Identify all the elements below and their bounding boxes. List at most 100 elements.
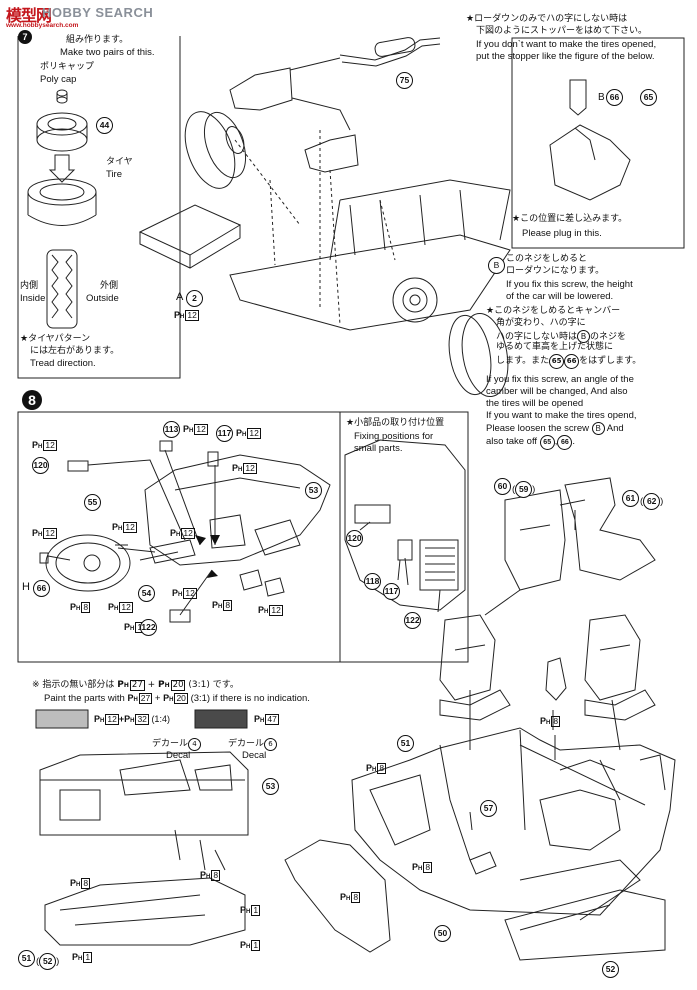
ph-p: P: [540, 716, 547, 726]
ph-1: 1: [251, 940, 261, 951]
ph-h: H: [100, 718, 105, 724]
ph-h: H: [238, 467, 243, 473]
lowdown-jp2: 下図のようにストッパーをはめて下さい。: [476, 26, 648, 36]
ph-p: P: [70, 602, 77, 612]
ph-p: P: [412, 862, 419, 872]
ph-p: P: [236, 428, 243, 438]
inside-jp: 内側: [20, 281, 39, 291]
ph-12: 12: [194, 424, 208, 435]
part-61: 61: [622, 490, 639, 507]
part-53-a: 53: [305, 482, 322, 499]
camber-jp5-a: します。また: [496, 356, 550, 366]
screw-b-marker: B: [488, 257, 505, 274]
camber-en5-a: Please loosen the screw: [486, 423, 589, 434]
paint-note-en-b: if there is no indication.: [212, 693, 310, 704]
ph-27: 27: [138, 693, 153, 704]
paint-note-jp-b: です。: [212, 680, 239, 690]
part-62-wrap: (62): [640, 493, 663, 510]
decal6-num: 6: [264, 738, 278, 751]
ph-47: 47: [265, 714, 279, 725]
ph-h: H: [178, 592, 183, 598]
part-a2-letter: A: [176, 291, 184, 303]
ph-h: H: [189, 428, 194, 434]
part-51-a: 51: [397, 735, 414, 752]
ph-h: H: [418, 866, 423, 872]
ph-1: 1: [83, 952, 93, 963]
ph-p: P: [70, 878, 77, 888]
ph-12: 12: [43, 440, 57, 451]
ph-p: P: [183, 424, 190, 434]
ph-h: H: [260, 718, 265, 724]
pairs-jp: 組み作ります。: [66, 35, 129, 45]
tire-jp: タイヤ: [106, 157, 133, 167]
part-54: 54: [138, 585, 155, 602]
camber-en5: Please loosen the screw B And: [486, 422, 624, 435]
outside-jp: 外側: [100, 281, 119, 291]
ph-p: P: [108, 602, 115, 612]
ph-h: H: [218, 604, 223, 610]
ph-p: P: [127, 693, 134, 703]
watermark-url: www.hobbysearch.com: [6, 22, 79, 29]
part-50: 50: [434, 925, 451, 942]
ph-h: H: [164, 682, 170, 689]
ph-h: H: [123, 682, 129, 689]
ph-1: 1: [251, 905, 261, 916]
ph-8: 8: [223, 600, 233, 611]
pattern-jp2: には左右があります。: [30, 346, 120, 356]
screw-en2: of the car will be lowered.: [506, 291, 614, 302]
ph-h: H: [38, 444, 43, 450]
ph-8: 8: [211, 870, 221, 881]
camber-part-66: 66: [564, 354, 580, 369]
camber-en6-a: also take off: [486, 436, 538, 447]
ph-h: H: [242, 432, 247, 438]
ph-p: P: [366, 763, 373, 773]
part-120: 120: [32, 457, 49, 474]
part-52-b: 52: [39, 953, 57, 970]
ph-h: H: [130, 626, 135, 632]
part-b66: 66: [606, 89, 623, 106]
ph-8: 8: [81, 878, 91, 889]
step-7-marker: 7: [18, 30, 32, 44]
ph-12: 12: [43, 528, 57, 539]
pairs-en: Make two pairs of this.: [60, 47, 155, 58]
lowdown-jp1: ★ローダウンのみでハの字にしない時は: [466, 14, 628, 24]
part-a2: 2: [186, 290, 203, 307]
part-75: 75: [396, 72, 413, 89]
decal4-num: 4: [188, 738, 202, 751]
part-h66-letter: H: [22, 581, 30, 593]
outside-en: Outside: [86, 293, 119, 304]
paint-note-jp-a: ※ 指示の無い部分は: [32, 680, 115, 690]
ph-12: 12: [183, 588, 197, 599]
camber-en3: the tires will be opened: [486, 398, 584, 409]
camber-en5-b: And: [606, 423, 624, 434]
ph-12: 12: [185, 310, 199, 321]
ph-8: 8: [423, 862, 433, 873]
ph-p: P: [240, 940, 247, 950]
part-h66: 66: [33, 580, 50, 597]
lowdown-en2: put the stopper like the figure of the b…: [476, 51, 655, 62]
ph-p: P: [32, 440, 39, 450]
plugin-jp: ★この位置に差し込みます。: [512, 214, 628, 224]
camber-en4: If you want to make the tires opend,: [486, 410, 637, 421]
ph-12: 12: [269, 605, 283, 616]
ph-32: 32: [135, 714, 149, 725]
ph-12: 12: [181, 528, 195, 539]
camber-jp4: ゆるめて車高を上げた状態に: [496, 342, 614, 352]
part-57: 57: [480, 800, 497, 817]
ph-p: P: [124, 622, 131, 632]
camber-jp5-b: をはずします。: [579, 356, 642, 366]
ph-h: H: [372, 767, 377, 773]
part-52-a: 52: [602, 961, 619, 978]
